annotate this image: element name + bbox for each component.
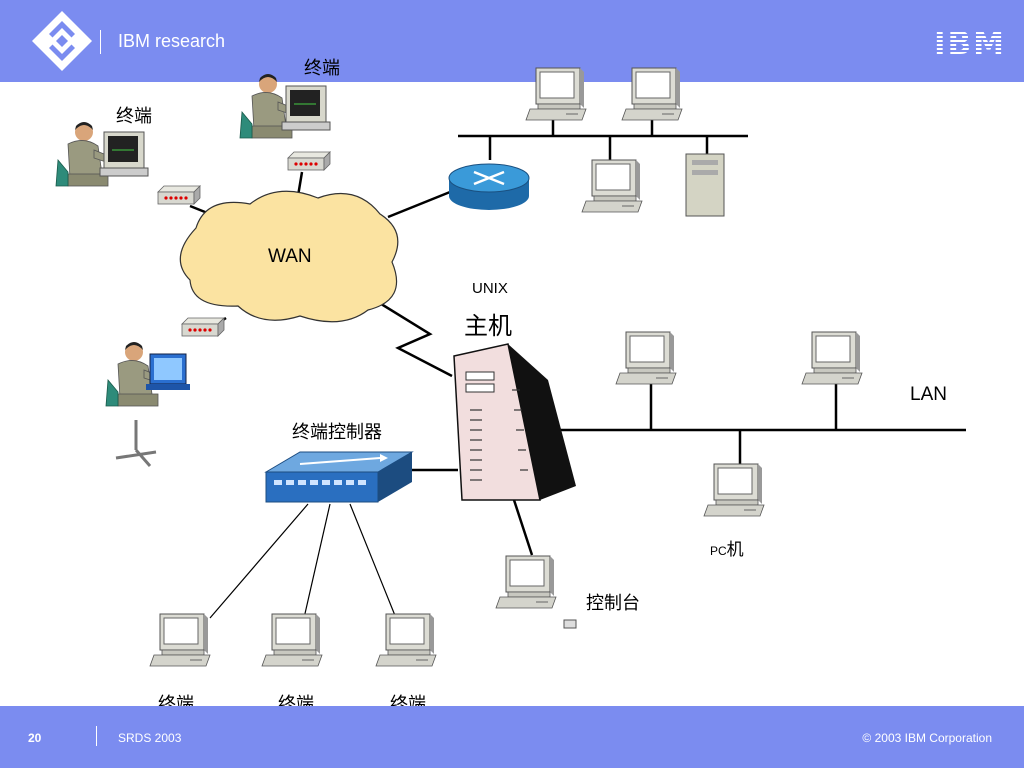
ibm-logo: IBM bbox=[934, 26, 1007, 62]
controller-lines bbox=[209, 503, 397, 619]
console-label: 控制台 bbox=[586, 593, 640, 614]
pc-label-prefix: PC bbox=[710, 544, 727, 558]
modem-icon bbox=[181, 317, 225, 337]
terminal-icon bbox=[149, 613, 211, 667]
header-divider bbox=[100, 30, 101, 54]
footer-bar bbox=[0, 706, 1024, 768]
lan-pc-icon bbox=[621, 67, 683, 121]
lan-label: LAN bbox=[910, 384, 947, 405]
operator-terminal-icon bbox=[239, 73, 331, 139]
host-label: 主机 bbox=[464, 312, 512, 340]
wan-label: WAN bbox=[268, 246, 312, 267]
terminal-label: 终端 bbox=[116, 106, 152, 127]
console-icon bbox=[495, 555, 557, 609]
terminal-controller-icon bbox=[264, 451, 414, 503]
header-title: IBM research bbox=[118, 31, 226, 51]
pc-icon bbox=[703, 463, 765, 517]
operator-terminal-icon bbox=[55, 121, 149, 187]
lan-pc-icon bbox=[801, 331, 863, 385]
footer-event: SRDS 2003 bbox=[118, 731, 182, 745]
footer-copyright: © 2003 IBM Corporation bbox=[862, 731, 992, 745]
unix-label: UNIX bbox=[472, 280, 508, 297]
terminal-icon bbox=[261, 613, 323, 667]
connection-lines bbox=[189, 108, 966, 556]
ibm-research-logo-icon bbox=[32, 11, 92, 71]
header-bar bbox=[0, 0, 1024, 82]
controller-label: 终端控制器 bbox=[292, 422, 382, 443]
lan-pc-icon bbox=[525, 67, 587, 121]
router-icon bbox=[448, 163, 530, 210]
pc-label-suffix: 机 bbox=[726, 540, 744, 560]
unix-host-icon bbox=[453, 343, 576, 501]
lan-pc-icon bbox=[581, 159, 643, 213]
modem-icon bbox=[157, 185, 201, 205]
wan-cloud bbox=[179, 190, 399, 323]
footer-divider bbox=[96, 726, 97, 746]
mouse-icon bbox=[563, 619, 577, 629]
terminal-label: 终端 bbox=[304, 58, 340, 79]
terminal-icon bbox=[375, 613, 437, 667]
operator-laptop-icon bbox=[105, 341, 190, 467]
lan-pc-icon bbox=[615, 331, 677, 385]
page-number: 20 bbox=[28, 731, 42, 745]
pc-label: PC机 bbox=[710, 535, 744, 560]
modem-icon bbox=[287, 151, 331, 171]
server-tower-icon bbox=[685, 153, 725, 217]
